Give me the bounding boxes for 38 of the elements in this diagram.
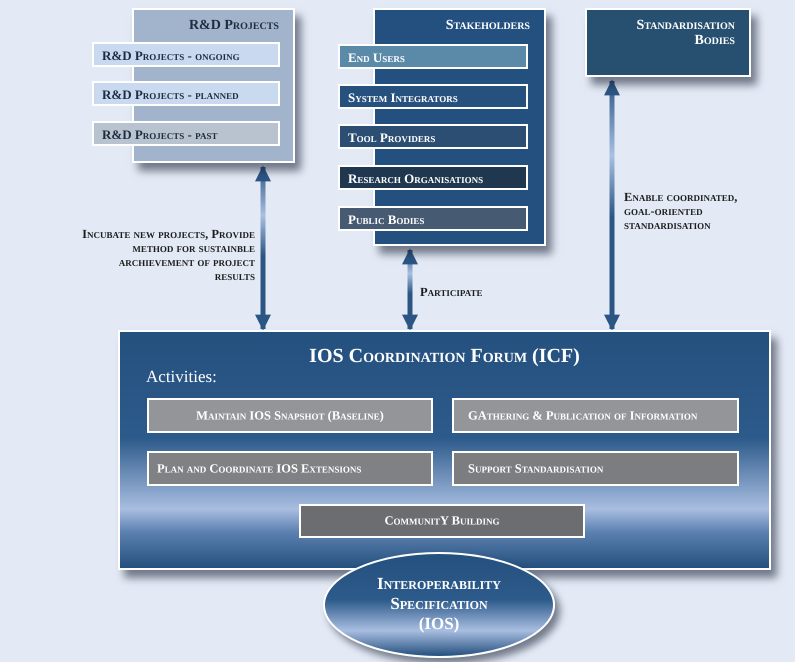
group-heading: R&D Projects [188, 18, 279, 33]
activity-box [147, 398, 433, 433]
member-label: Public Bodies [348, 212, 424, 227]
activity-label: Support Standardisation [468, 462, 604, 475]
member-box [92, 121, 280, 146]
double-arrow [604, 79, 620, 331]
double-arrow [255, 165, 271, 331]
activities-heading: Activities: [146, 367, 217, 387]
member-box [92, 42, 280, 67]
member-label: Tool Providers [348, 130, 436, 145]
member-box [338, 44, 528, 69]
activity-label: Maintain IOS Snapshot (Baseline) [195, 409, 385, 422]
activity-box [452, 451, 739, 486]
activity-label: GAthering & Publication of Information [468, 409, 698, 422]
group-heading: Stakeholders [444, 18, 530, 33]
member-box [338, 124, 528, 149]
activity-label: CommunitY Building [383, 514, 501, 528]
group-box [585, 8, 751, 77]
activity-box [299, 504, 585, 538]
member-box [338, 84, 528, 109]
forum-box [118, 330, 771, 570]
activity-box [452, 398, 739, 433]
double-arrow [402, 248, 418, 331]
member-label: End Users [348, 50, 405, 65]
activity-label: Plan and Coordinate IOS Extensions [157, 462, 362, 475]
member-box [338, 165, 528, 190]
member-label: R&D Projects - planned [102, 87, 239, 102]
activity-box [147, 451, 433, 486]
specification-label: Interoperability Specification (IOS) [376, 574, 502, 634]
group-heading: Standardisation Bodies [635, 18, 735, 48]
edge-label: Participate [420, 285, 482, 299]
member-label: R&D Projects - ongoing [102, 48, 240, 63]
member-box [92, 81, 280, 106]
member-box [338, 206, 528, 231]
member-label: Research Organisations [348, 171, 484, 186]
forum-title: IOS Coordination Forum (ICF) [308, 345, 581, 368]
member-label: System Integrators [348, 90, 458, 105]
member-label: R&D Projects - past [102, 127, 218, 142]
